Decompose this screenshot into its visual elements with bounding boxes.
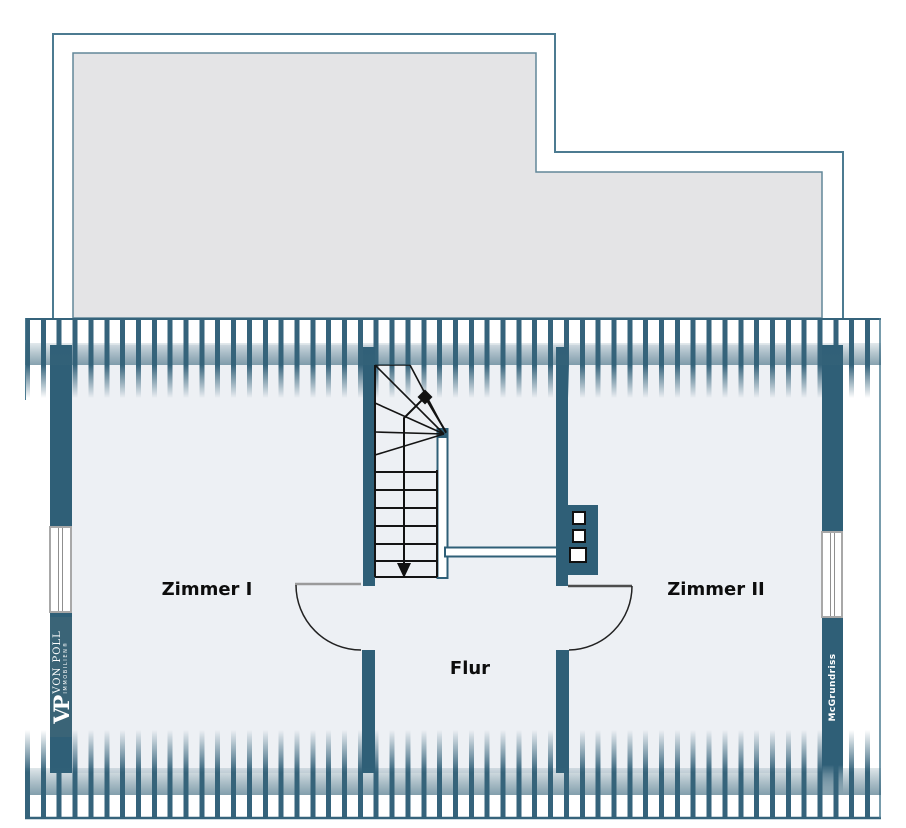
vonpoll-logo-block: [50, 617, 72, 737]
vonpoll-wordmark: VON POLL IMMOBILIEN®: [51, 630, 70, 694]
vonpoll-monogram: VP: [48, 697, 74, 724]
storey-outer-outline: [52, 33, 844, 318]
mcgrundriss-watermark: McGrundriss: [827, 653, 838, 722]
wall-band-top: [25, 343, 881, 365]
vonpoll-name: VON POLL: [51, 630, 63, 694]
room-label-zimmer-2: Zimmer II: [667, 579, 765, 600]
wall-band-bottom: [25, 768, 881, 795]
room-floor: [50, 345, 843, 773]
stairwell-wall: [363, 347, 375, 586]
storey-gray-area: [72, 52, 823, 319]
flur-wall-right: [556, 650, 569, 773]
room-label-zimmer-1: Zimmer I: [161, 579, 253, 600]
flue-vent-1: [572, 511, 586, 525]
flue-vent-3: [569, 547, 587, 563]
flue-vent-2: [572, 529, 586, 543]
room-label-flur: Flur: [449, 658, 491, 679]
vonpoll-logo: VP VON POLL IMMOBILIEN®: [48, 617, 74, 737]
vonpoll-sub: IMMOBILIEN®: [63, 640, 70, 694]
flur-wall-left: [362, 650, 375, 773]
window-left: [49, 526, 72, 613]
window-right: [821, 531, 843, 618]
